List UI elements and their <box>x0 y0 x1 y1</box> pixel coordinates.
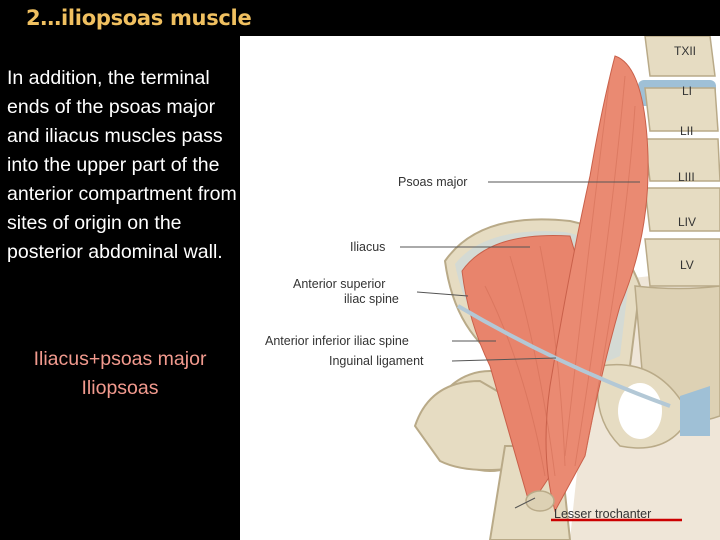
subtitle-line-2: Iliopsoas <box>0 374 240 403</box>
label-psoas-major: Psoas major <box>398 175 467 189</box>
label-iliacus: Iliacus <box>350 240 385 254</box>
vertebra-label-txii: TXII <box>674 44 696 58</box>
label-aiis: Anterior inferior iliac spine <box>265 334 409 348</box>
slide-title: 2…iliopsoas muscle <box>26 6 251 30</box>
label-asis-line1: Anterior superior <box>293 277 385 291</box>
label-asis-line2: iliac spine <box>344 292 399 306</box>
lumbar-spine <box>638 36 720 286</box>
label-inguinal-ligament: Inguinal ligament <box>329 354 424 368</box>
vertebra-label-lv: LV <box>680 258 694 272</box>
body-text: In addition, the terminal ends of the ps… <box>7 64 239 267</box>
vertebra-label-liii: LIII <box>678 170 695 184</box>
vertebra-label-liv: LIV <box>678 215 696 229</box>
vertebra-label-lii: LII <box>680 124 693 138</box>
anatomy-figure: Psoas major Iliacus Anterior superior il… <box>240 36 720 540</box>
label-lesser-trochanter: Lesser trochanter <box>554 507 651 521</box>
vertebra-label-li: LI <box>682 84 692 98</box>
subtitle-line-1: Iliacus+psoas major <box>0 345 240 374</box>
